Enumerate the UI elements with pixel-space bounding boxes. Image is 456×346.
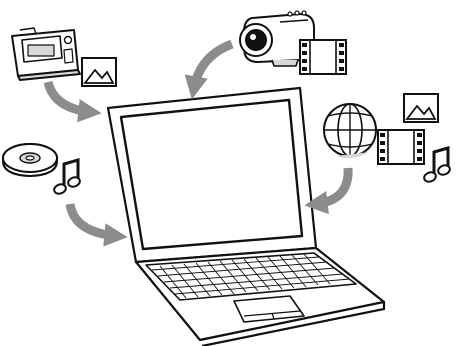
internet-music-icon: [423, 148, 451, 183]
arrow-from-cd: [70, 204, 116, 236]
arrow-from-internet: [316, 168, 348, 204]
laptop-screen: [121, 100, 302, 249]
arrow-from-camcorder: [194, 44, 232, 88]
internet-video-icon: [378, 130, 424, 164]
video-icon: [300, 40, 346, 74]
cd-disc-icon: [3, 144, 57, 176]
photo-icon: [82, 58, 116, 86]
internet-photo-icon: [404, 94, 438, 122]
digital-camera-icon: [12, 28, 80, 80]
globe-icon: [324, 104, 376, 158]
